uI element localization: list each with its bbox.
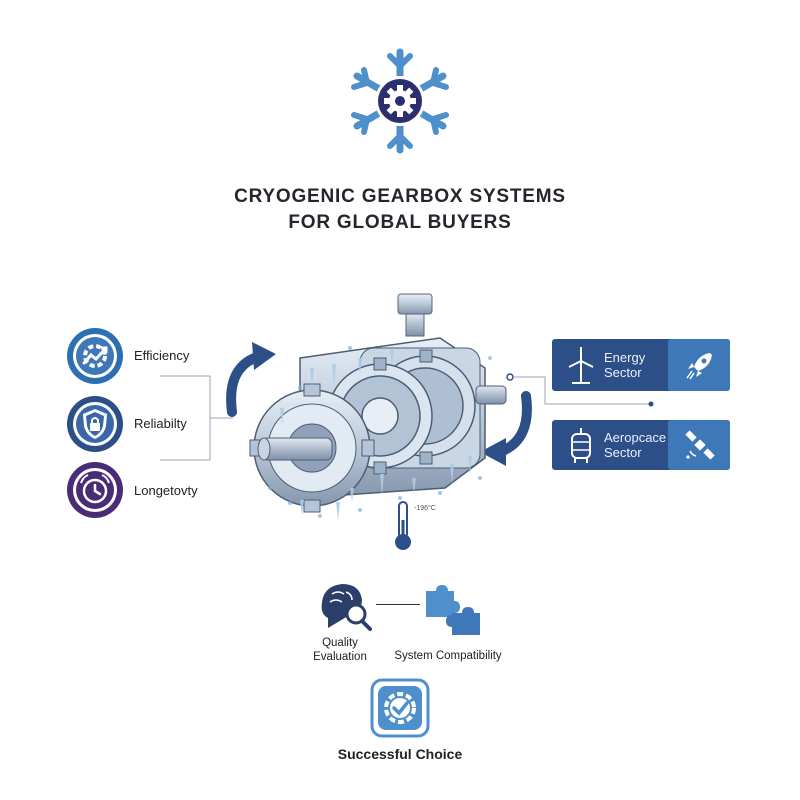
successful-choice-label: Successful Choice: [337, 746, 463, 762]
check-badge-icon: [370, 678, 430, 738]
puzzle-pieces-icon: [426, 585, 480, 635]
right-connector-lines: [506, 373, 654, 407]
energy-side-tile: [668, 339, 730, 391]
clock-icon: [67, 462, 123, 518]
page-title-line-2: FOR GLOBAL BUYERS: [288, 212, 512, 233]
cycle-arrow-down-icon: [480, 391, 532, 466]
evaluation-connector-line: [376, 604, 420, 605]
satellite-icon: [685, 430, 715, 460]
attribute-label-longevity: Longetovty: [134, 483, 198, 498]
snowflake-gear-logo: [351, 48, 449, 154]
quality-evaluation-line-1: Quality: [322, 637, 358, 649]
page-title-line-1: CRYOGENIC GEARBOX SYSTEMS: [234, 186, 566, 207]
head-magnifier-icon: [321, 584, 372, 631]
rocket-icon: [686, 353, 712, 380]
attribute-label-reliability: Reliabilty: [134, 416, 187, 431]
quality-evaluation-line-2: Evaluation: [313, 651, 367, 663]
attribute-label-efficiency: Efficiency: [134, 348, 190, 363]
system-compatibility-label: System Compatibility: [394, 650, 502, 662]
efficiency-gear-icon: [67, 328, 123, 384]
aerospace-side-tile: [668, 420, 730, 470]
frozen-gearbox-illustration: [249, 293, 507, 520]
aerospace-sector-line-1: Aeropcace: [604, 430, 667, 445]
wind-turbine-icon: [568, 347, 594, 384]
energy-sector-line-1: Energy: [604, 350, 646, 365]
left-connector-lines: [160, 375, 233, 461]
tank-icon: [571, 428, 591, 463]
cycle-arrow-up-icon: [226, 342, 276, 417]
energy-sector-line-2: Sector: [604, 365, 642, 380]
aerospace-sector-line-2: Sector: [604, 445, 642, 460]
thermometer-icon: [395, 501, 411, 550]
shield-lock-icon: [67, 396, 123, 452]
temperature-scale-label: -196°C: [414, 505, 436, 512]
